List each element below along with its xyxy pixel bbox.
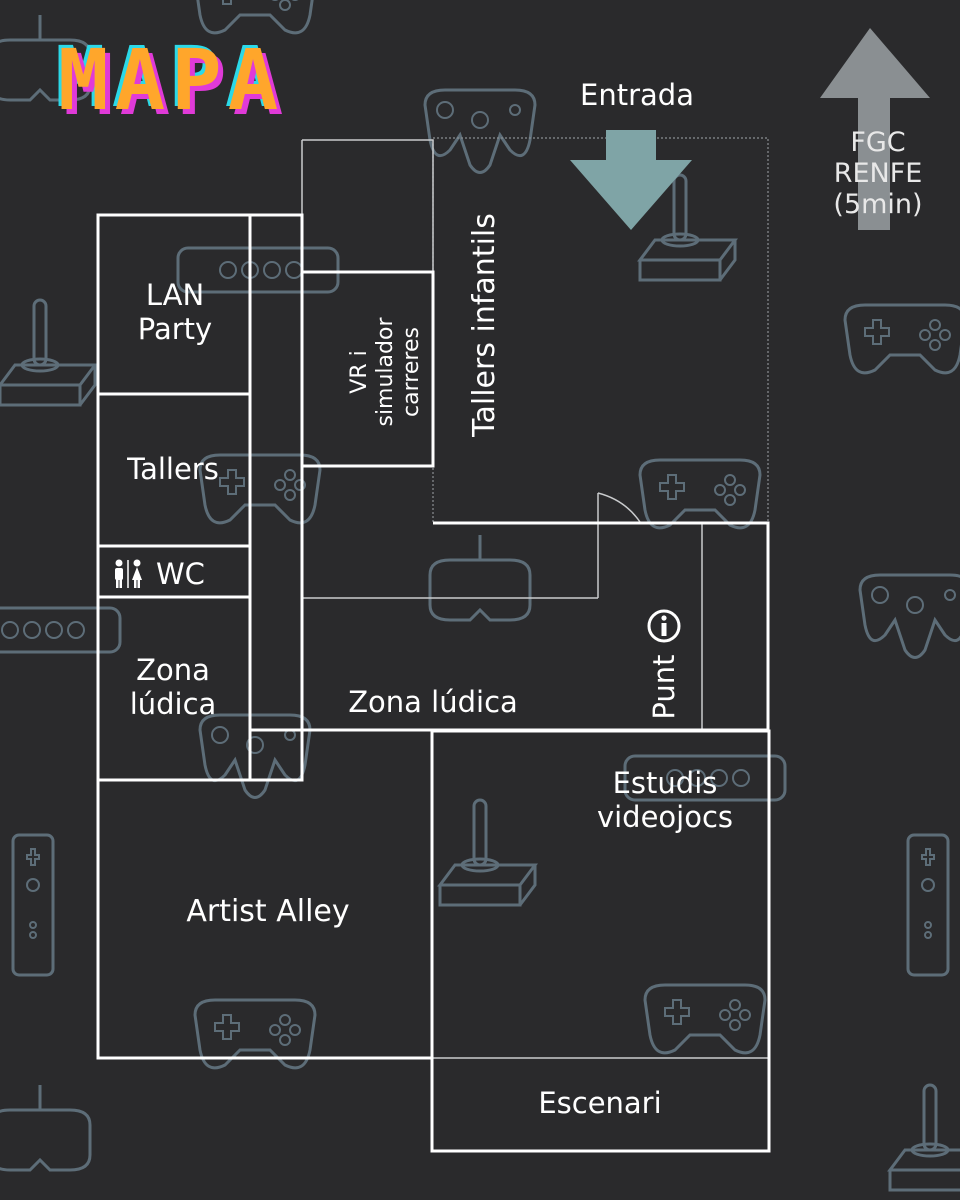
left-block-wall (96, 213, 304, 782)
estudis-line-2: videojocs (596, 800, 734, 834)
wc-label: WC (156, 557, 205, 591)
room-zona-ludica-main: Zona lúdica (348, 685, 518, 719)
stage-block-wall (430, 729, 771, 1153)
vr-room-wall (300, 270, 435, 468)
lan-party-line-2: Party (137, 312, 213, 346)
transit-line-3: (5min) (833, 189, 923, 220)
room-wc: WC (110, 556, 245, 592)
point-info: Punt (642, 549, 686, 779)
label-transit: FGC RENFE (5min) (816, 127, 940, 220)
vr-line-2: simulador (373, 317, 398, 427)
label-entrada: Entrada (580, 78, 694, 112)
zona-ludica-small-line-1: Zona (136, 653, 210, 687)
vr-line-3: carreres (399, 327, 424, 417)
room-artist-alley: Artist Alley (186, 894, 350, 929)
transit-line-2: RENFE (833, 158, 923, 189)
room-tallers: Tallers (127, 452, 219, 486)
page-title: MAPA (58, 31, 285, 129)
room-estudis-videojocs: Estudis videojocs (590, 766, 740, 834)
room-vr: VR i simulador carreres (347, 222, 424, 522)
room-lan-party: LAN Party (100, 278, 250, 346)
lan-party-line-1: LAN (145, 278, 205, 312)
restroom-icon (115, 559, 142, 588)
room-zona-ludica-small: Zona lúdica (98, 653, 248, 721)
room-tallers-infantils: Tallers infantils (467, 213, 502, 437)
arrow-up-icon (820, 28, 930, 230)
room-escenari: Escenari (538, 1086, 662, 1120)
estudis-line-1: Estudis (612, 766, 718, 800)
punt-label: Punt (647, 654, 681, 720)
info-icon (647, 609, 681, 643)
vr-line-1: VR i (347, 350, 372, 394)
zona-ludica-small-line-2: lúdica (129, 687, 217, 721)
transit-line-1: FGC (850, 127, 906, 158)
arrow-down-icon (570, 130, 692, 230)
